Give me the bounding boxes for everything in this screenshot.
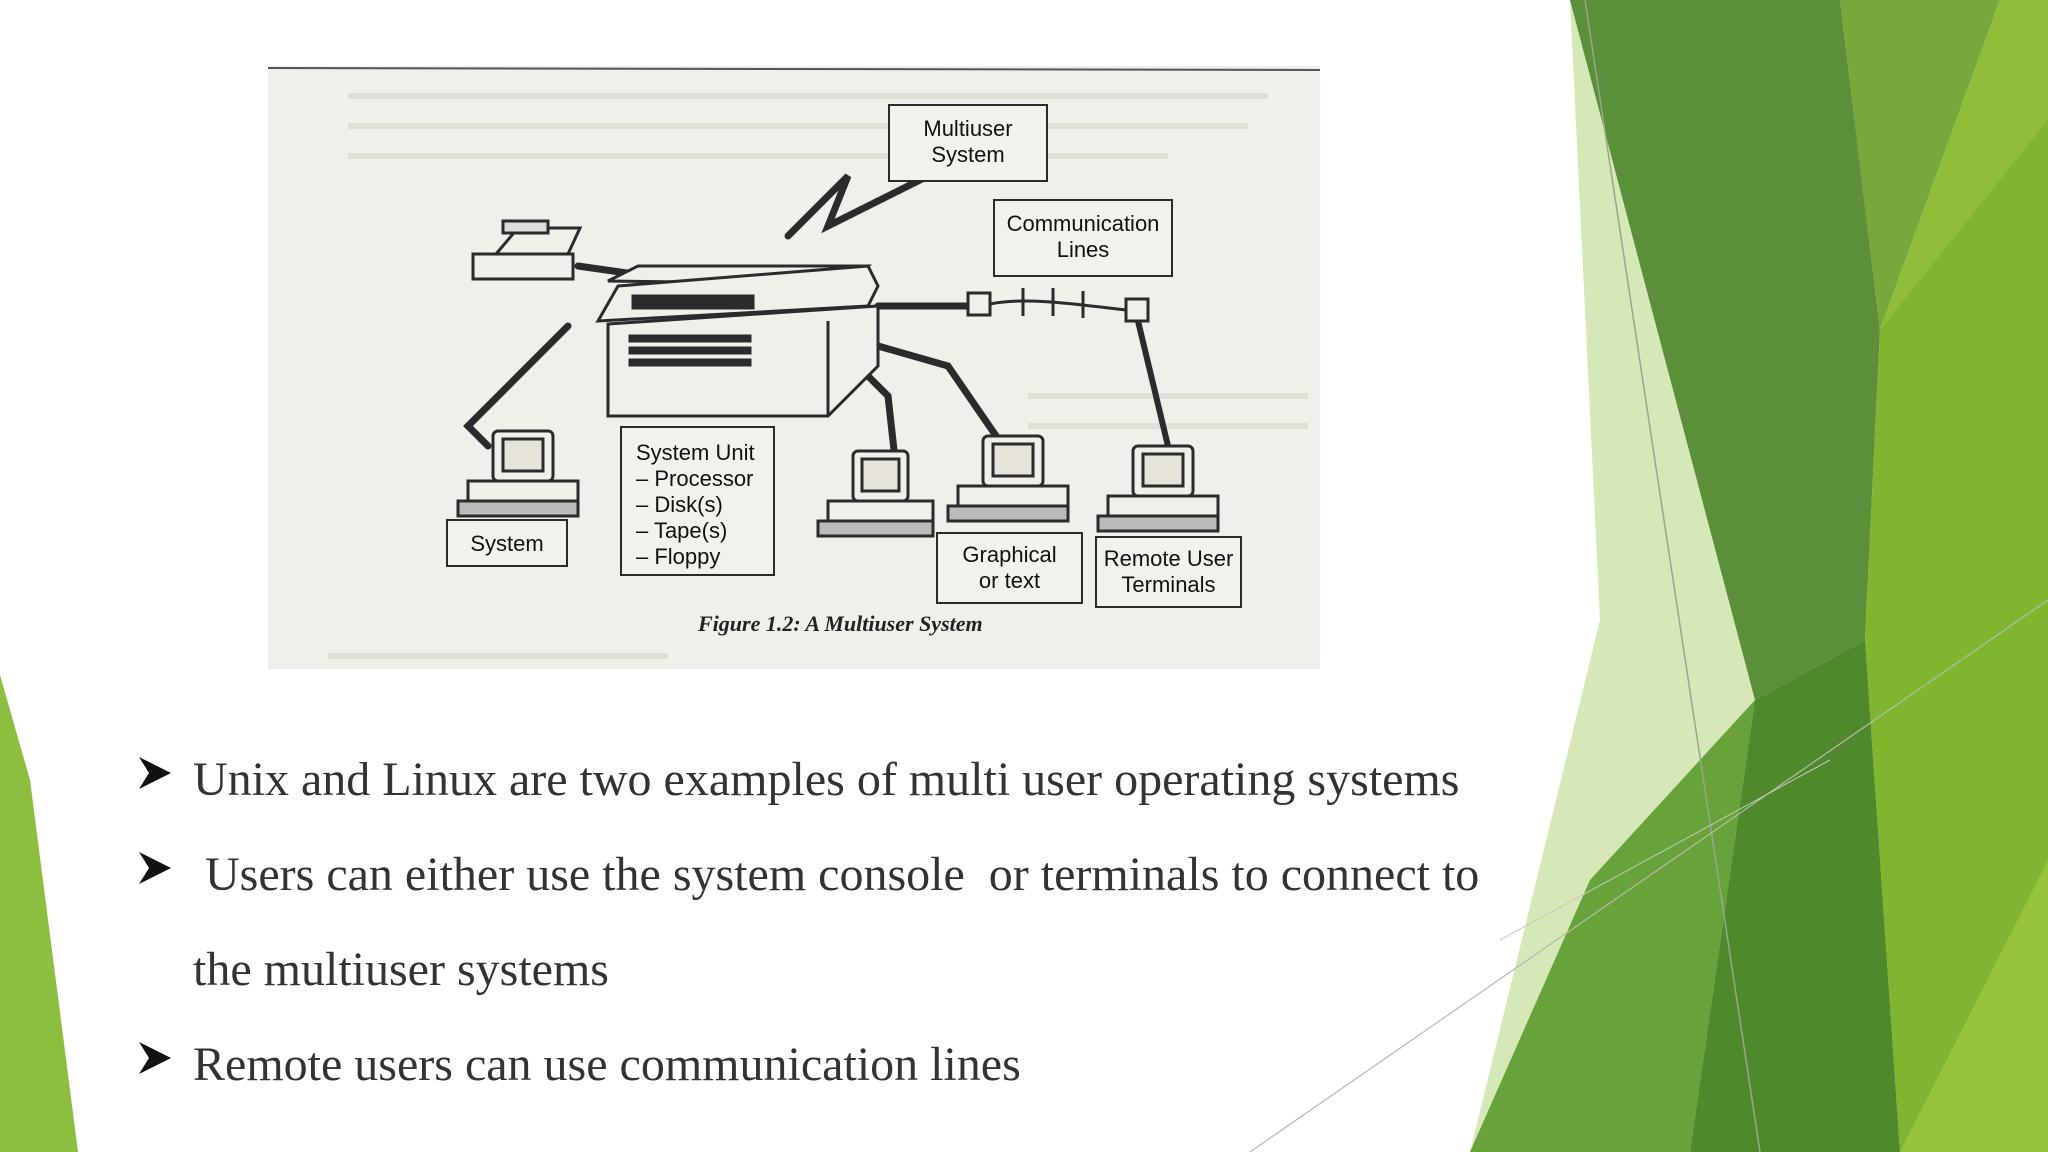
label-text: System Unit [636, 440, 755, 465]
label-system: System [446, 519, 568, 567]
deco-left-shape [0, 675, 78, 1152]
bullet-list: Unix and Linux are two examples of multi… [135, 745, 1655, 1125]
deco-mid-lower [1470, 700, 1755, 1152]
terminal-graphical-1 [816, 449, 935, 538]
deco-dark-lower [1690, 640, 1900, 1152]
label-communication-lines: Communication Lines [993, 199, 1173, 277]
label-text: – Processor [636, 466, 754, 491]
label-text: System [931, 142, 1005, 167]
figure-caption: Figure 1.2: A Multiuser System [698, 611, 983, 636]
deco-dark-top [1570, 0, 1880, 700]
terminal-remote [1096, 444, 1220, 533]
terminal-system-console [456, 429, 580, 518]
lightning-link [784, 172, 932, 240]
label-text: Terminals [1121, 572, 1216, 597]
label-text: – Tape(s) [636, 518, 728, 543]
deco-thin-line-2 [1249, 599, 2048, 1152]
bullet-item-1: Unix and Linux are two examples of multi… [135, 745, 1655, 840]
deco-thin-line-1 [1584, 0, 1761, 1152]
label-text: Graphical [962, 542, 1057, 567]
multiuser-system-figure: Multiuser System Communication Lines Sys… [268, 66, 1320, 669]
printer-icon [471, 219, 583, 281]
label-system-unit: System Unit – Processor – Disk(s) – Tape… [620, 426, 775, 576]
label-remote-user-terminals: Remote User Terminals [1095, 536, 1242, 608]
deco-thin-line-3 [1499, 759, 1831, 941]
terminal-graphical-2 [946, 434, 1070, 523]
arrowhead-icon [139, 1042, 171, 1074]
bullet-text: Remote users can use communication lines [193, 1038, 1021, 1091]
bullet-item-2: Users can either use the system console … [135, 840, 1655, 1030]
deco-mid-top [1840, 0, 2000, 330]
deco-corner [1900, 860, 2048, 1152]
label-text: Remote User [1103, 546, 1234, 571]
label-text: or text [978, 568, 1041, 593]
label-graphical-or-text: Graphical or text [936, 532, 1083, 604]
label-text: System [470, 531, 544, 556]
label-multiuser-system: Multiuser System [888, 104, 1048, 182]
label-text: – Disk(s) [636, 492, 723, 517]
label-text: Multiuser [923, 116, 1013, 141]
bullet-text-continuation: the multiuser systems [193, 943, 609, 996]
deco-right-strip [1865, 120, 2048, 1152]
label-text: Communication [1006, 211, 1160, 236]
bullet-text: Users can either use the system console … [193, 848, 1480, 901]
bullet-item-3: Remote users can use communication lines [135, 1030, 1655, 1125]
label-text: Lines [1056, 237, 1110, 262]
arrowhead-icon [139, 757, 171, 789]
communication-line [966, 288, 1171, 447]
arrowhead-icon [139, 852, 171, 884]
label-text: – Floppy [636, 544, 721, 569]
bullet-text: Unix and Linux are two examples of multi… [193, 753, 1460, 806]
system-unit-icon [595, 264, 880, 418]
